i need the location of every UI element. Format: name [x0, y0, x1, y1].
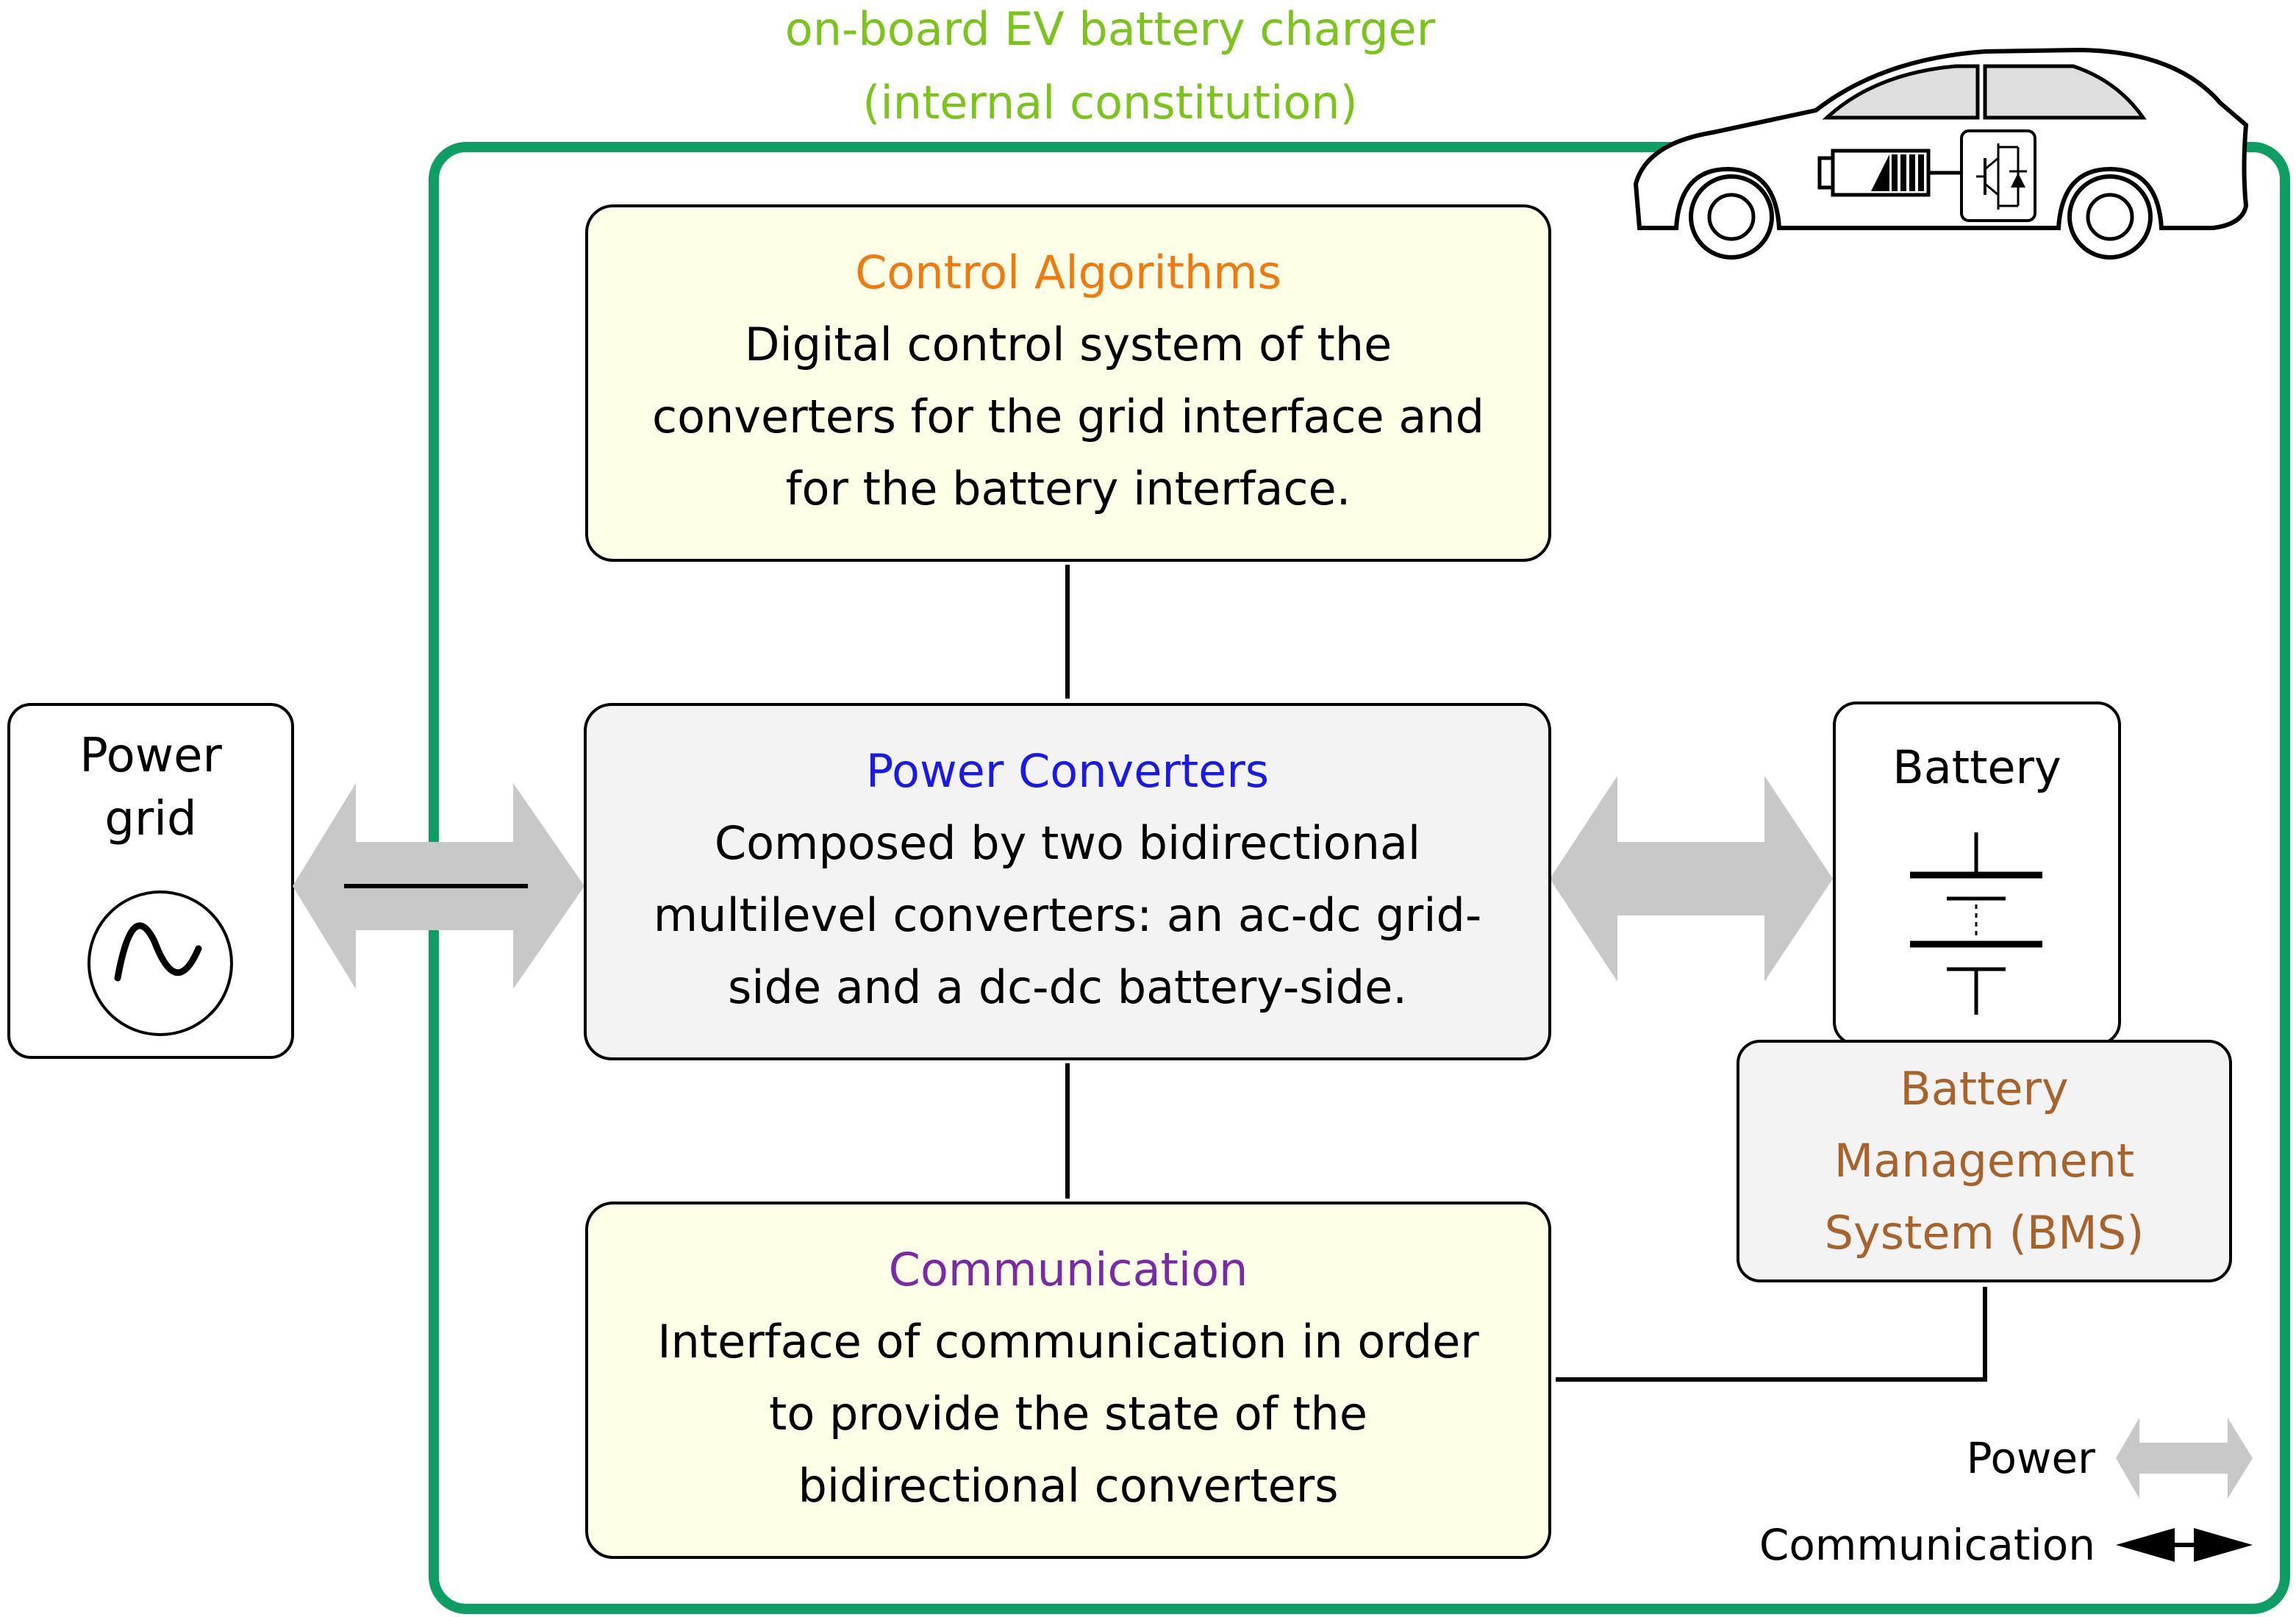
battery-label: Battery [1892, 740, 2061, 794]
communication-title: Communication [888, 1243, 1248, 1296]
bms-label: Battery Management System (BMS) [1824, 1062, 2145, 1260]
control-algorithms-box [585, 204, 1551, 562]
legend-communication-label: Communication [1759, 1520, 2095, 1570]
legend-power-arrow-icon [2116, 1418, 2253, 1499]
control-algorithms-body: Digital control system of the converters… [651, 318, 1484, 515]
car-window-rear [1983, 64, 2147, 120]
car-window-front [1822, 64, 1980, 120]
battery-symbol-icon [1910, 832, 2042, 1015]
ac-source-icon [87, 890, 233, 1036]
power-converters-title: Power Converters [865, 744, 1270, 798]
communication-box [585, 1202, 1551, 1559]
power-arrow-battery [1550, 776, 1833, 982]
battery-cell-icon [1817, 149, 1961, 197]
legend-power-label: Power [1966, 1433, 2095, 1483]
power-converters-box [584, 703, 1551, 1060]
diagram-title: on-board EV battery charger (internal co… [784, 2, 1436, 129]
power-converters-body: Composed by two bidirectional multilevel… [653, 816, 1482, 1014]
legend-communication-arrow-icon [2116, 1528, 2253, 1562]
bms-box [1737, 1040, 2232, 1282]
comm-arrow-bms [1555, 1286, 1987, 1382]
power-grid-label: Power grid [79, 729, 222, 846]
communication-body: Interface of communication in order to p… [657, 1315, 1479, 1513]
car-icon [1633, 47, 2249, 260]
control-algorithms-title: Control Algorithms [855, 246, 1281, 299]
igbt-switch-icon [1960, 129, 2036, 222]
